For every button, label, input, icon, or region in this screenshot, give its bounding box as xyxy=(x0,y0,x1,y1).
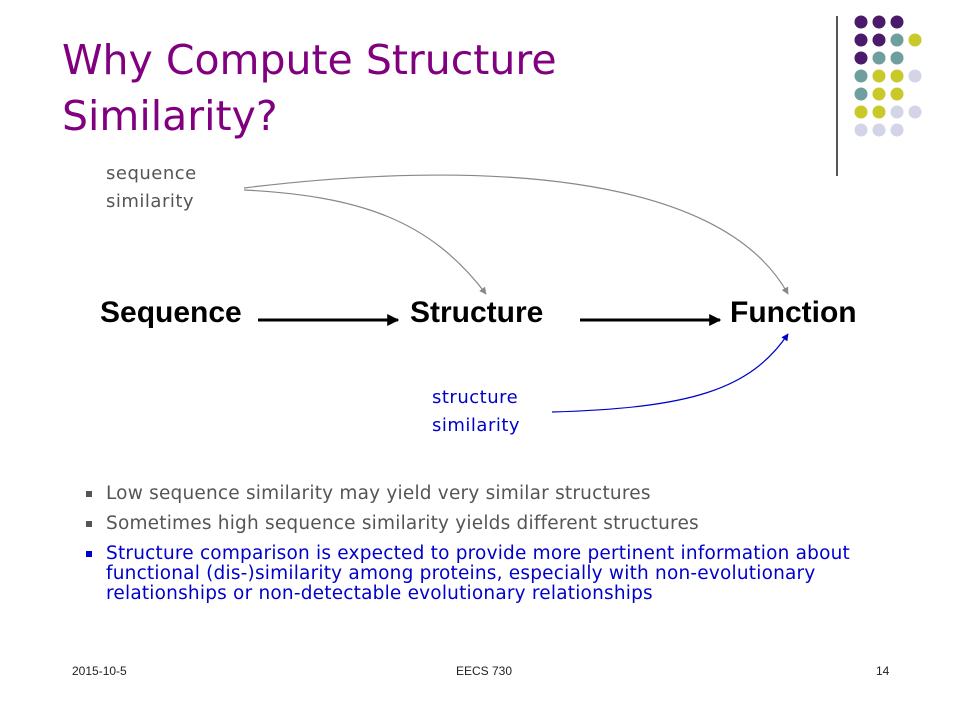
bullet-item: Low sequence similarity may yield very s… xyxy=(86,483,936,504)
node-function: Function xyxy=(730,296,857,329)
decorative-dot xyxy=(890,87,904,101)
decorative-dot xyxy=(890,123,904,137)
square-bullet-icon xyxy=(86,551,92,557)
decorative-dot xyxy=(908,69,922,83)
decorative-dot xyxy=(890,15,904,29)
label-sequence-similarity-line2: similarity xyxy=(106,191,195,212)
decorative-divider xyxy=(836,16,838,176)
square-bullet-icon xyxy=(86,491,92,497)
decorative-dot xyxy=(872,87,886,101)
decorative-dot xyxy=(854,87,868,101)
curve-sequence-similarity-to-structure xyxy=(243,189,487,295)
slide-title: Why Compute Structure Similarity? xyxy=(62,36,557,140)
footer-page-number: 14 xyxy=(876,664,890,678)
decorative-dot xyxy=(854,33,868,47)
decorative-dot xyxy=(872,123,886,137)
label-structure-similarity: structure similarity xyxy=(432,384,520,440)
label-structure-similarity-line2: similarity xyxy=(432,415,521,436)
decorative-dot xyxy=(890,105,904,119)
decorative-dot xyxy=(872,51,886,65)
node-sequence: Sequence xyxy=(100,296,242,329)
decorative-dot xyxy=(854,123,868,137)
decorative-dot xyxy=(854,15,868,29)
decorative-dot xyxy=(872,69,886,83)
decorative-dot xyxy=(890,51,904,65)
decorative-dot xyxy=(908,33,922,47)
decorative-dot xyxy=(890,33,904,47)
bullet-text: Structure comparison is expected to prov… xyxy=(106,543,850,604)
node-structure: Structure xyxy=(410,296,544,329)
bullet-text: Sometimes high sequence similarity yield… xyxy=(106,513,699,534)
decorative-dot xyxy=(854,69,868,83)
decorative-dot xyxy=(872,15,886,29)
decorative-dot xyxy=(890,69,904,83)
bullet-item: Structure comparison is expected to prov… xyxy=(86,543,936,604)
label-structure-similarity-line1: structure xyxy=(432,387,519,408)
decorative-dot xyxy=(872,105,886,119)
label-sequence-similarity-line1: sequence xyxy=(106,163,197,184)
decorative-dot xyxy=(908,105,922,119)
label-sequence-similarity: sequence similarity xyxy=(106,160,197,216)
decorative-dot xyxy=(854,51,868,65)
footer-course: EECS 730 xyxy=(456,664,513,678)
square-bullet-icon xyxy=(86,521,92,527)
curve-sequence-similarity-to-function xyxy=(243,174,789,295)
bullet-item: Sometimes high sequence similarity yield… xyxy=(86,513,936,534)
curve-structure-similarity-to-function xyxy=(551,333,789,413)
bullet-list: Low sequence similarity may yield very s… xyxy=(86,483,936,614)
footer-date: 2015-10-5 xyxy=(72,664,127,678)
decorative-dot xyxy=(872,33,886,47)
bullet-text: Low sequence similarity may yield very s… xyxy=(106,483,651,504)
decorative-dot xyxy=(854,105,868,119)
